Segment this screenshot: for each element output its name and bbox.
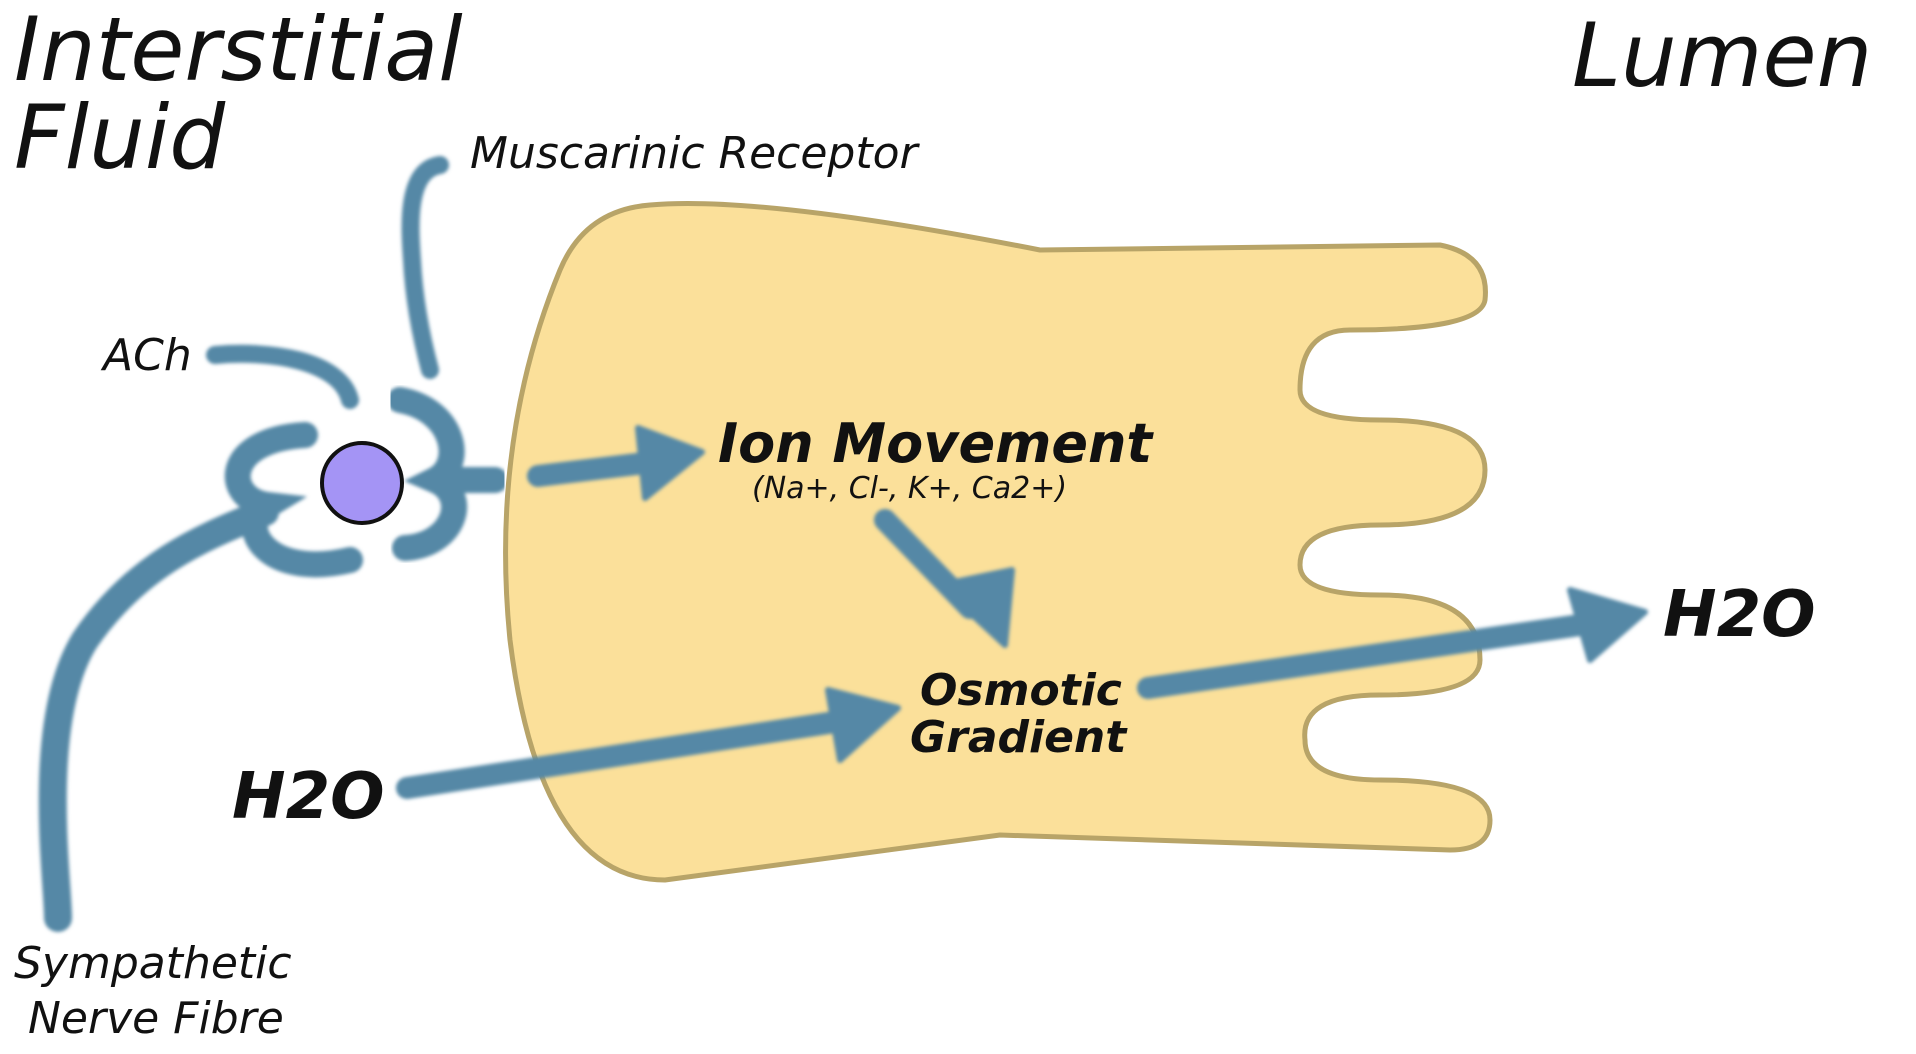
h2o-out-label: H2O <box>1663 578 1816 652</box>
ion-list-label: (Na+, Cl-, K+, Ca2+) <box>752 471 1067 506</box>
flow-arrows <box>396 425 1648 799</box>
nerve-fibre-label-line1: Sympathetic <box>14 938 292 989</box>
ach-label: ACh <box>100 330 192 381</box>
lumen-label: Lumen <box>1572 4 1872 107</box>
nerve-fibre-label-line2: Nerve Fibre <box>28 993 284 1044</box>
epithelial-cell <box>503 200 1493 883</box>
osmotic-gradient-label-line1: Osmotic <box>920 665 1122 716</box>
ion-movement-label: Ion Movement <box>718 412 1154 475</box>
nerve-fibre <box>38 422 363 932</box>
ach-molecule <box>320 441 404 525</box>
interstitial-fluid-label-line1: Interstitial <box>14 0 463 101</box>
osmotic-gradient-label-line2: Gradient <box>910 712 1128 763</box>
label-pointers <box>206 156 449 409</box>
interstitial-fluid-label-line2: Fluid <box>14 86 226 189</box>
muscarinic-receptor-shape <box>387 387 508 561</box>
muscarinic-receptor-label: Muscarinic Receptor <box>470 128 921 179</box>
h2o-in-label: H2O <box>232 760 385 834</box>
